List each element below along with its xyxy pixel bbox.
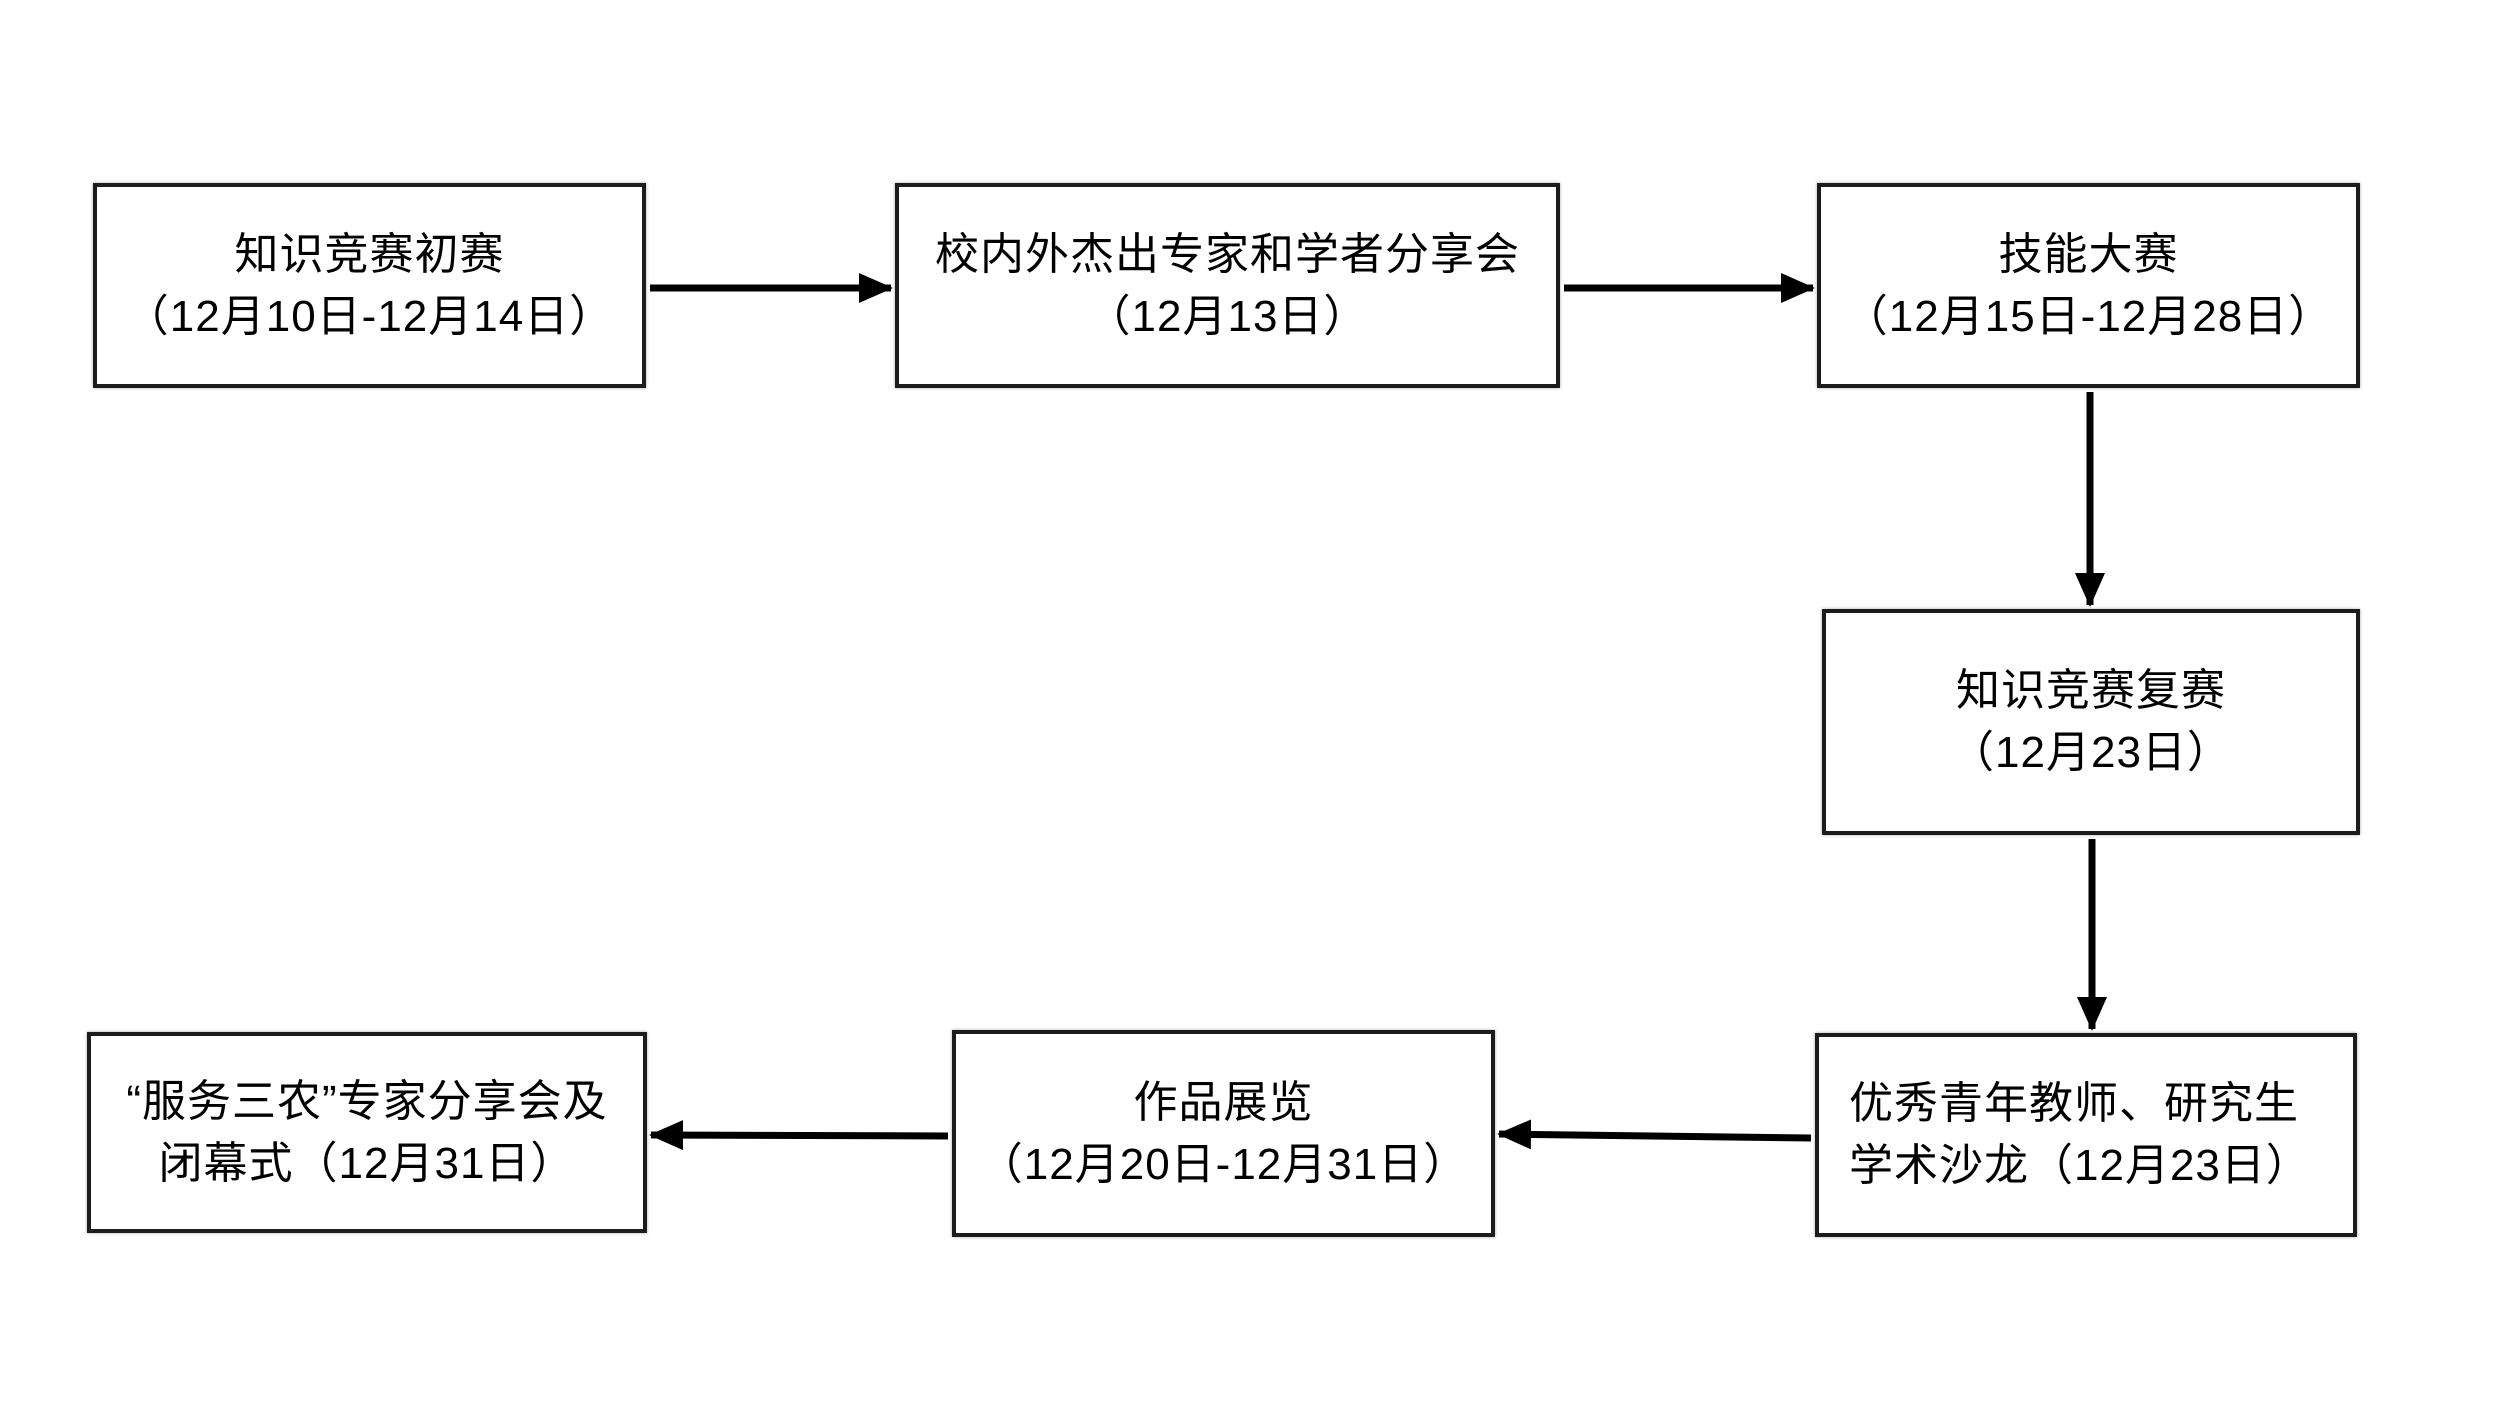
node-title: “服务三农”专家分享会及 [126, 1076, 608, 1126]
flow-node-closing-ceremony: “服务三农”专家分享会及 闭幕式（12月31日） [87, 1032, 647, 1233]
node-date: （12月20日-12月31日） [978, 1139, 1469, 1189]
flow-node-knowledge-contest-semifinal: 知识竞赛复赛 （12月23日） [1822, 609, 2360, 835]
node-title: 知识竞赛初赛 [234, 229, 505, 279]
node-title: 校内外杰出专家和学者分享会 [935, 229, 1520, 279]
node-date: （12月13日） [1086, 291, 1369, 341]
flow-node-knowledge-contest-preliminary: 知识竞赛初赛 （12月10日-12月14日） [93, 183, 646, 388]
node-date: （12月10日-12月14日） [124, 291, 615, 341]
node-date: 闭幕式（12月31日） [158, 1138, 576, 1188]
arrow-salon-to-exhibition [1497, 1119, 1812, 1150]
node-title: 技能大赛 [1998, 229, 2179, 279]
node-date: （12月23日） [1950, 728, 2232, 777]
node-date: （12月15日-12月28日） [1843, 291, 2334, 341]
node-title: 优秀青年教师、研究生 [1849, 1079, 2299, 1128]
arrow-exhibition-to-closing [649, 1120, 949, 1151]
node-title: 作品展览 [1133, 1077, 1314, 1127]
node-date: 学术沙龙（12月23日） [1849, 1141, 2311, 1190]
flow-node-works-exhibition: 作品展览 （12月20日-12月31日） [952, 1030, 1495, 1237]
flow-node-academic-salon: 优秀青年教师、研究生 学术沙龙（12月23日） [1815, 1033, 2357, 1237]
node-title: 知识竞赛复赛 [1956, 666, 2226, 715]
flow-node-expert-scholar-sharing: 校内外杰出专家和学者分享会 （12月13日） [895, 183, 1560, 388]
flow-node-skills-competition: 技能大赛 （12月15日-12月28日） [1817, 183, 2360, 388]
